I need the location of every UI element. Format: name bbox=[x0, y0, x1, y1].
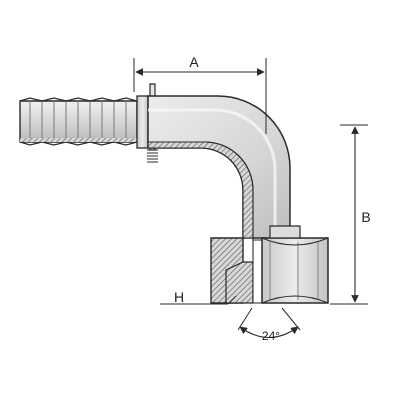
elbow-inner-section bbox=[147, 141, 254, 239]
elbow-body bbox=[147, 95, 291, 240]
nut-neck bbox=[269, 225, 301, 239]
hose-tail-bore-hatch bbox=[20, 138, 137, 142]
serrations bbox=[29, 101, 127, 142]
dim-b-label: B bbox=[361, 209, 370, 225]
dimension-h: H bbox=[160, 289, 237, 305]
nut-hex-flats bbox=[269, 242, 319, 300]
nut-inner-cone bbox=[225, 261, 254, 304]
dim-a-label: A bbox=[189, 54, 199, 70]
angle-indicator: 24° bbox=[237, 307, 301, 343]
serration-teeth-top bbox=[19, 97, 138, 102]
elbow-centerline-shade bbox=[148, 108, 277, 238]
dim-h-tick bbox=[227, 295, 237, 305]
dimension-a: A bbox=[133, 54, 267, 134]
nut-chamfers bbox=[261, 237, 329, 304]
collar-ring bbox=[136, 95, 149, 149]
swivel-nut bbox=[210, 225, 329, 304]
serration-teeth-bottom bbox=[19, 141, 138, 146]
angle-leg-left bbox=[237, 307, 253, 331]
angle-leg-right bbox=[281, 307, 301, 331]
dimension-b: B bbox=[330, 124, 371, 305]
dim-h-label: H bbox=[174, 289, 184, 305]
clip-ticks bbox=[147, 149, 158, 163]
angle-label: 24° bbox=[262, 329, 280, 343]
elbow-bore-line bbox=[148, 141, 254, 240]
angle-arc bbox=[239, 326, 299, 338]
hose-tail bbox=[19, 97, 138, 146]
nut-bore bbox=[252, 239, 263, 304]
elbow-outer bbox=[147, 95, 291, 239]
